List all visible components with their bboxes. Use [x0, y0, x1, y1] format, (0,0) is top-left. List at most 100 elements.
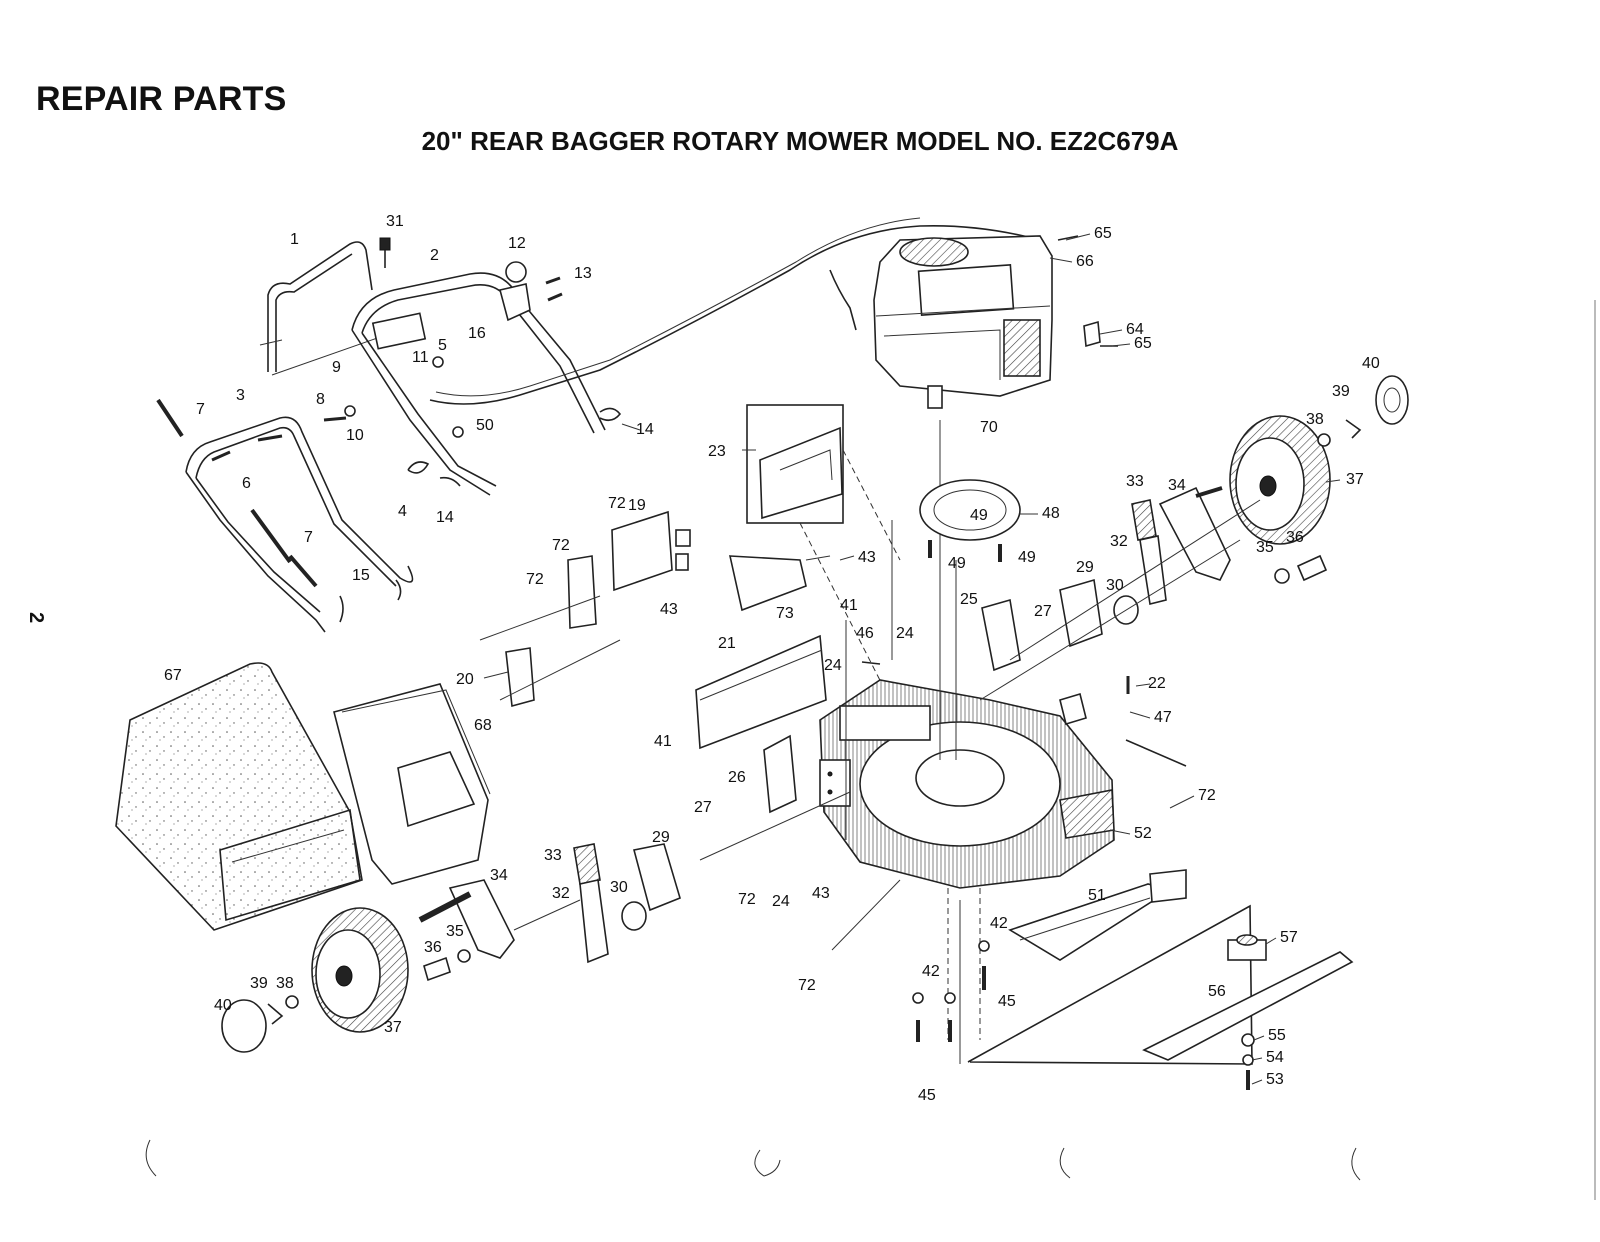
callout-2: 2 [430, 247, 439, 264]
left-lever-32-33 [573, 843, 609, 964]
callout-5: 5 [438, 337, 447, 354]
callout-46: 46 [856, 625, 874, 642]
callout-16: 16 [468, 325, 486, 342]
callout-leaders [483, 233, 1341, 1085]
callout-29b: 29 [652, 829, 670, 846]
callout-50: 50 [476, 417, 494, 434]
callout-23: 23 [708, 443, 726, 460]
callout-19: 19 [628, 497, 646, 514]
callout-30b: 30 [610, 879, 628, 896]
callout-40a: 40 [1362, 355, 1380, 372]
deck-baffle-52 [1149, 869, 1187, 903]
callout-34a: 34 [1168, 477, 1186, 494]
callout-24b: 24 [896, 625, 914, 642]
callout-57: 57 [1280, 929, 1298, 946]
callout-38a: 38 [1306, 411, 1324, 428]
callout-45b: 45 [918, 1087, 936, 1104]
callout-64: 64 [1126, 321, 1144, 338]
callout-72f: 72 [798, 977, 816, 994]
lower-handle [185, 416, 414, 633]
callout-47: 47 [1154, 709, 1172, 726]
callout-22: 22 [1148, 675, 1166, 692]
callout-25: 25 [960, 591, 978, 608]
callout-66: 66 [1076, 253, 1094, 270]
callout-labels: 1 2 3 4 5 6 7 7 8 9 10 11 12 13 14 14 15… [164, 213, 1380, 1104]
callout-31: 31 [386, 213, 404, 230]
callout-73: 73 [776, 605, 794, 622]
callout-36a: 36 [1286, 529, 1304, 546]
callout-48: 48 [1042, 505, 1060, 522]
callout-39a: 39 [1332, 383, 1350, 400]
callout-11: 11 [412, 349, 429, 366]
callout-51: 51 [1088, 887, 1106, 904]
callout-67: 67 [164, 667, 182, 684]
callout-33b: 33 [544, 847, 562, 864]
callout-4: 4 [398, 503, 407, 520]
callout-52: 52 [1134, 825, 1152, 842]
deflector-73 [728, 555, 831, 612]
right-lever-32-33 [1131, 499, 1167, 605]
hubcap-40-left [221, 999, 267, 1053]
callout-53: 53 [1266, 1071, 1284, 1088]
callout-40b: 40 [214, 997, 232, 1014]
callout-72c: 72 [526, 571, 544, 588]
left-wheel-37 [311, 907, 409, 1033]
callout-45a: 45 [998, 993, 1016, 1010]
bag-frame-68 [333, 683, 491, 885]
callout-42b: 42 [922, 963, 940, 980]
engine-bracket [1057, 235, 1118, 348]
callout-43b: 43 [660, 601, 678, 618]
callout-9: 9 [332, 359, 341, 376]
callout-32b: 32 [552, 885, 570, 902]
callout-34b: 34 [490, 867, 508, 884]
callout-27b: 27 [694, 799, 712, 816]
mower-deck [819, 679, 1115, 889]
callout-72e: 72 [738, 891, 756, 908]
callout-10: 10 [346, 427, 364, 444]
callout-49b: 49 [1018, 549, 1036, 566]
grass-bag-67 [115, 662, 363, 931]
left-adjuster-29-30 [621, 843, 681, 931]
upper-handle [259, 241, 421, 376]
callout-20: 20 [456, 671, 474, 688]
side-plate-25 [981, 598, 1021, 672]
callout-3: 3 [236, 387, 245, 404]
callout-15: 15 [352, 567, 370, 584]
page-title: REPAIR PARTS [36, 80, 287, 118]
cable-bracket [499, 261, 563, 322]
rear-shield-21 [695, 634, 827, 750]
callout-56: 56 [1208, 983, 1226, 1000]
callout-30a: 30 [1106, 577, 1124, 594]
callout-21: 21 [718, 635, 736, 652]
discharge-baffle-box [746, 404, 901, 701]
callout-6: 6 [242, 475, 251, 492]
callout-65b: 65 [1134, 335, 1152, 352]
callout-54: 54 [1266, 1049, 1284, 1066]
callout-32a: 32 [1110, 533, 1128, 550]
callout-35a: 35 [1256, 539, 1274, 556]
callout-24a: 24 [824, 657, 842, 674]
scan-edge [1594, 300, 1596, 1200]
callout-7b: 7 [304, 529, 313, 546]
callout-72b: 72 [552, 537, 570, 554]
blade-hardware [1241, 1033, 1255, 1090]
callout-65a: 65 [1094, 225, 1112, 242]
right-wheel-37 [1229, 415, 1331, 545]
callout-14a: 14 [636, 421, 654, 438]
left-wheel-hardware [267, 949, 471, 1025]
callout-43c: 43 [812, 885, 830, 902]
height-adjuster-26 [763, 734, 797, 814]
left-axle-bracket-34 [418, 879, 515, 959]
callout-13: 13 [574, 265, 592, 282]
callout-70: 70 [980, 419, 998, 436]
page-subtitle: 20" REAR BAGGER ROTARY MOWER MODEL NO. E… [421, 126, 1179, 156]
callout-37b: 37 [384, 1019, 402, 1036]
callout-26: 26 [728, 769, 746, 786]
blade-adapter-box [947, 888, 1253, 1065]
deck-bolts-42-45 [912, 940, 990, 1042]
callout-49c: 49 [948, 555, 966, 572]
handle-bolts [156, 237, 622, 623]
callout-7a: 7 [196, 401, 205, 418]
